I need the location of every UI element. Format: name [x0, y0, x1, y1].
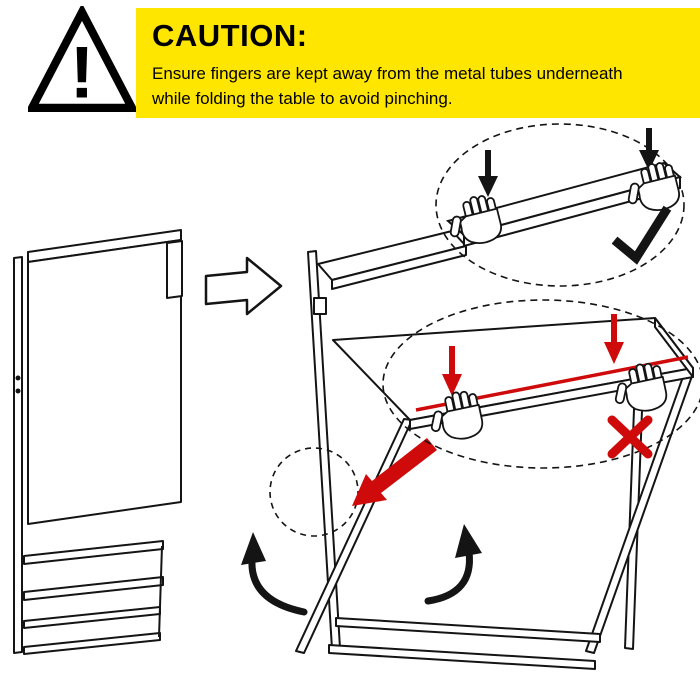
folded-frame-bar — [23, 606, 161, 629]
hinge-knob — [15, 375, 21, 381]
pivot-highlight-dashed-circle — [269, 447, 359, 537]
rotate-arrow-right — [424, 524, 482, 605]
caution-banner: CAUTION: Ensure fingers are kept away fr… — [136, 8, 700, 118]
caution-text: Ensure fingers are kept away from the me… — [152, 63, 623, 109]
folded-frame-bar — [23, 632, 161, 655]
transition-arrow-icon — [204, 256, 283, 316]
folded-frame-side — [158, 545, 163, 638]
rotate-arrow-left-head — [241, 532, 266, 565]
folded-frame-bar — [23, 540, 164, 565]
folded-tabletop-panel — [27, 239, 182, 525]
press-down-arrow-red-head — [442, 374, 462, 396]
checkmark-icon — [611, 205, 672, 265]
desk-stretcher-bar — [328, 644, 596, 670]
detail-dashed-ellipse — [435, 123, 685, 287]
fold-direction-arrow-red — [352, 438, 437, 506]
shelf-hinge-bracket — [313, 297, 327, 315]
detail-dashed-ellipse — [382, 299, 700, 469]
rotate-arrow-right-head — [455, 524, 482, 558]
desk-stretcher-bar — [335, 617, 601, 643]
incorrect-grip-detail — [382, 299, 700, 469]
desk-tabletop-side-edge — [654, 317, 694, 378]
rotate-arrow-left — [241, 532, 308, 616]
exclamation-mark: ! — [70, 32, 94, 114]
unfolded-desk — [295, 230, 694, 670]
press-down-arrow-head — [478, 176, 498, 197]
caution-title: CAUTION: — [152, 18, 308, 53]
folded-table-left-rail — [13, 256, 23, 654]
hinge-knob — [15, 388, 21, 394]
correct-grip-detail — [435, 123, 685, 287]
cross-icon — [607, 415, 653, 459]
cross-icon-stroke — [607, 415, 653, 459]
desk-upper-shelf-edge — [331, 245, 467, 290]
press-down-arrow-head — [639, 150, 659, 171]
detail-shelf-front-edge — [463, 175, 681, 248]
warning-triangle-outline — [28, 6, 136, 112]
folded-shelf-bracket — [166, 240, 183, 299]
press-down-arrow-red-head — [604, 342, 624, 364]
folded-frame-bar — [23, 576, 164, 601]
folded-table — [13, 229, 183, 655]
warning-triangle-icon: ! — [28, 6, 136, 114]
